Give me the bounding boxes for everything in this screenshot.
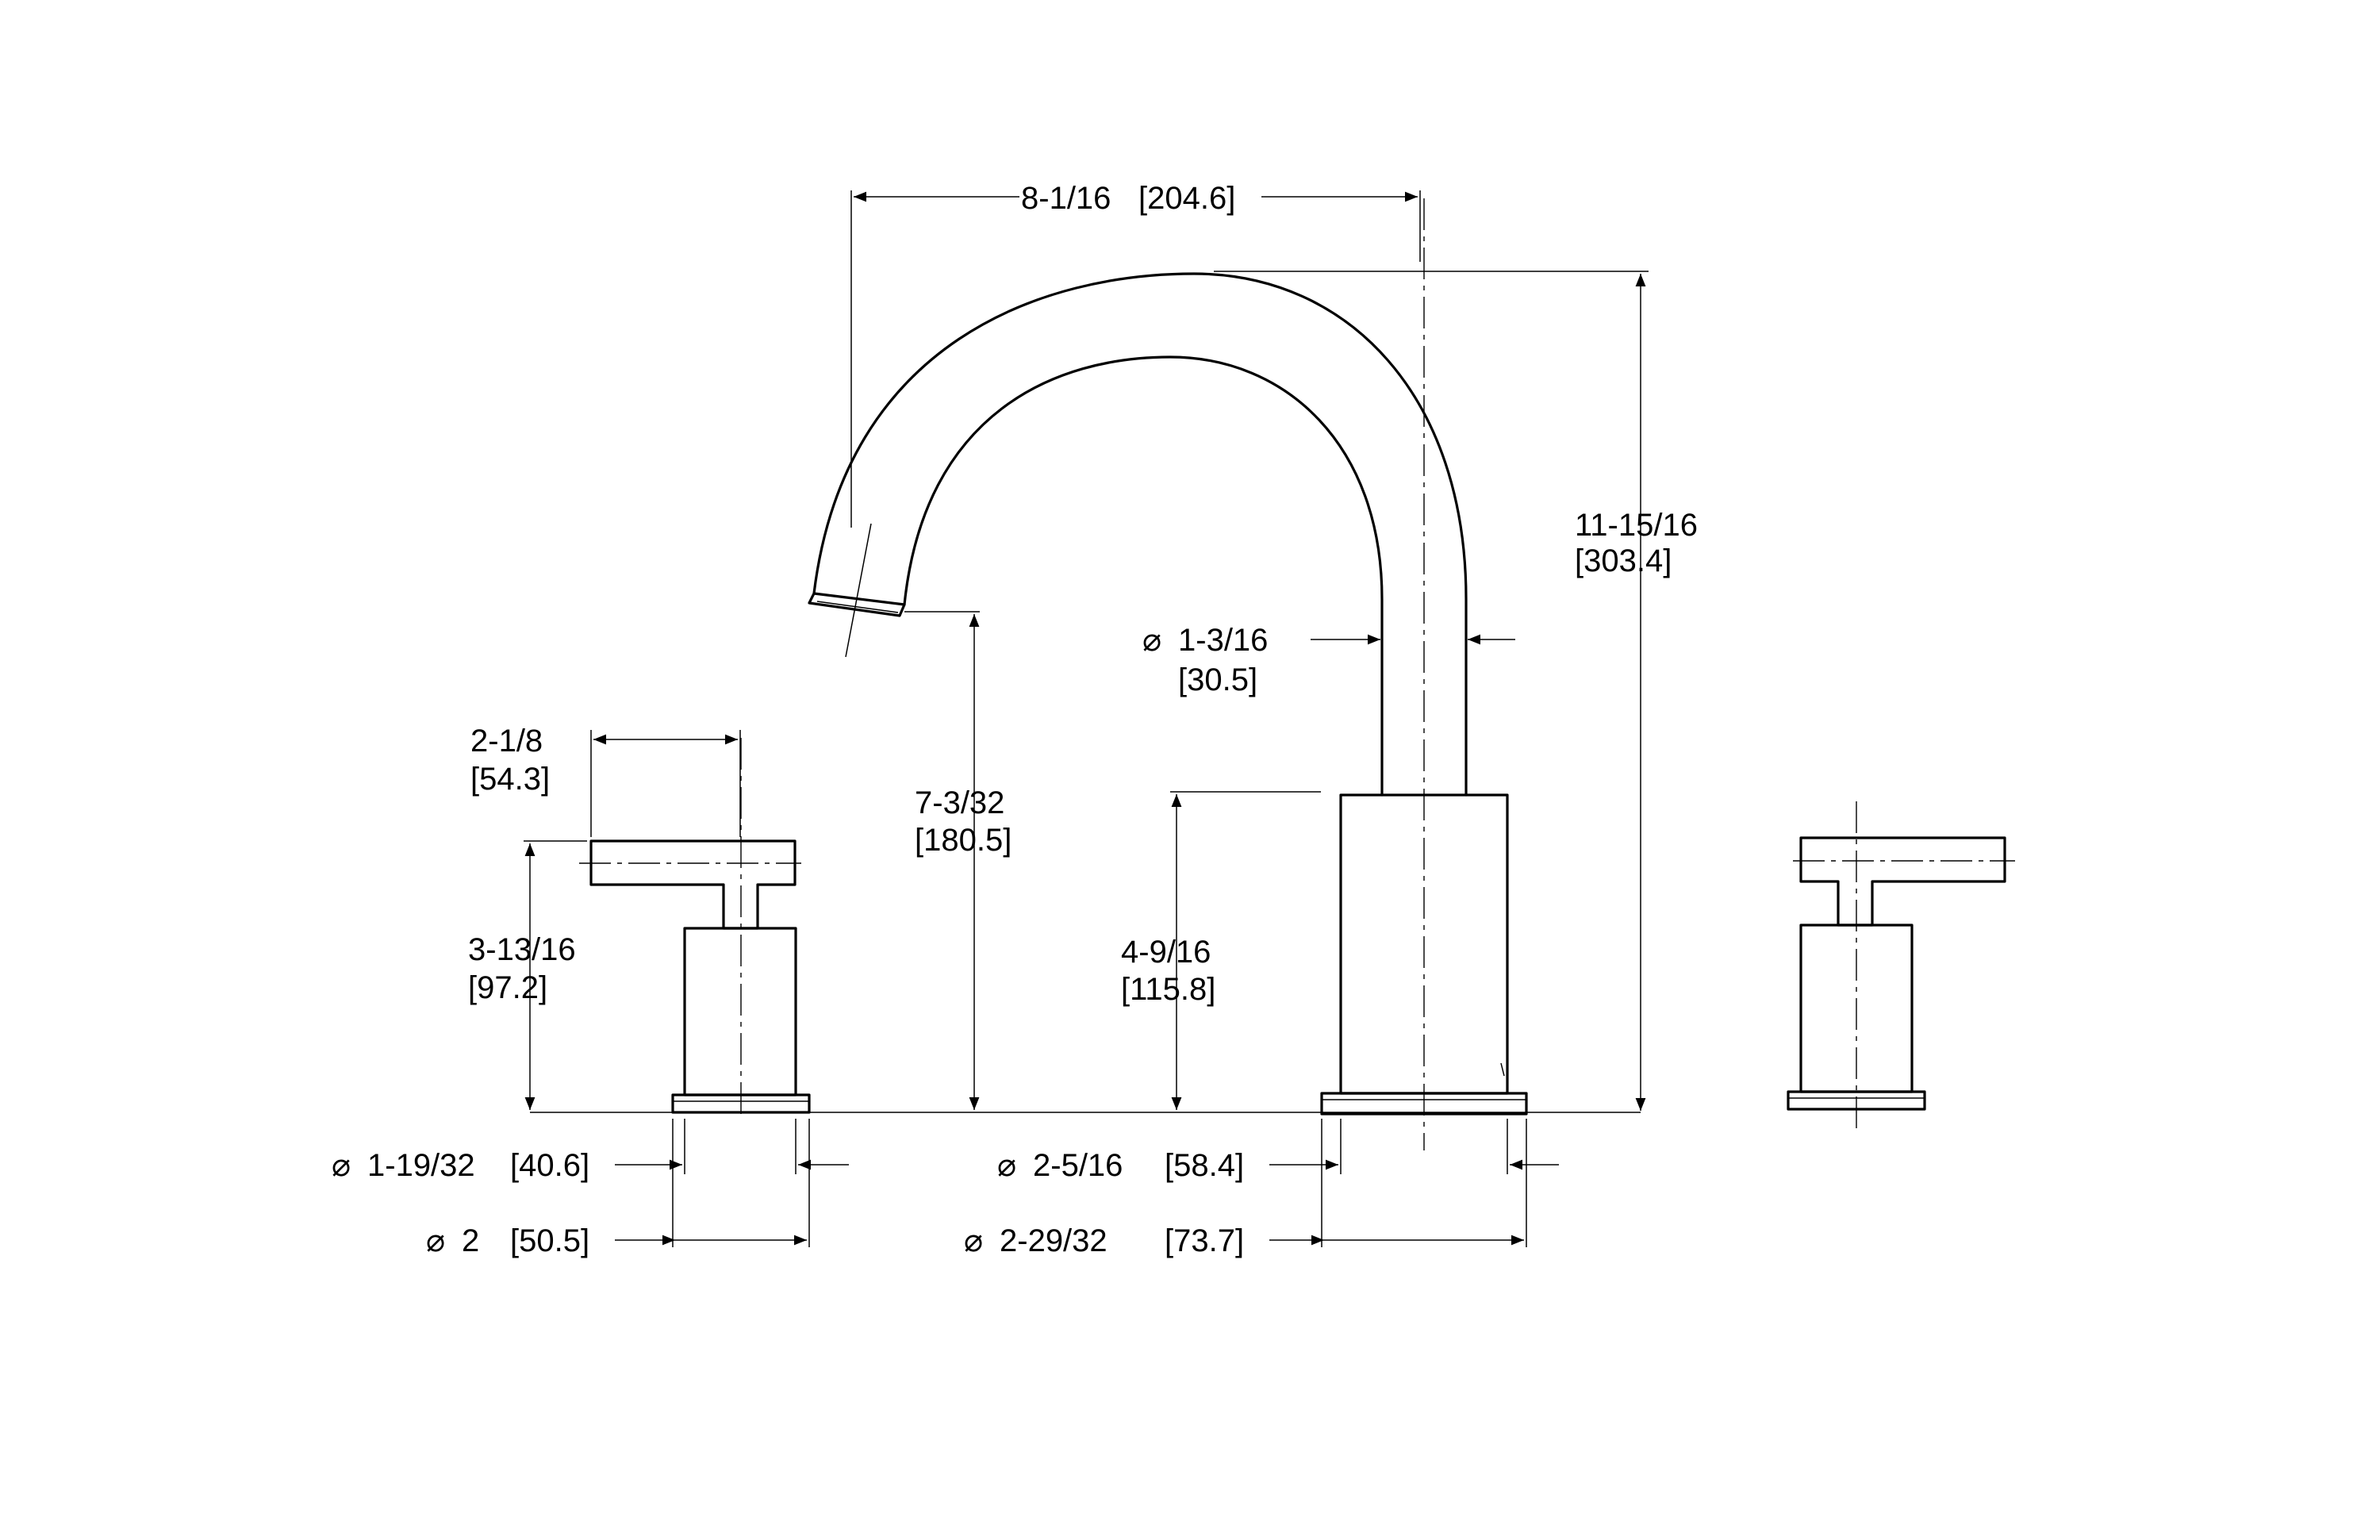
spout-diameter-imperial: 1-3/16 [1178, 623, 1268, 658]
dimension-overall-height: 11-15/16 [303.4] [1214, 271, 1698, 1111]
overall-height-metric: [303.4] [1575, 543, 1672, 578]
spout-body-diameter-metric: [58.4] [1165, 1148, 1244, 1183]
spout-inner-arc [903, 355, 1384, 797]
dimension-spout-reach: 8-1/16 [204.6] [850, 181, 1421, 528]
spout-base-diameter-metric: [73.7] [1165, 1223, 1244, 1258]
spout-reach-metric: [204.6] [1138, 181, 1235, 216]
spout-diameter-symbol: ⌀ [1142, 622, 1161, 659]
overall-height-imperial: 11-15/16 [1575, 508, 1698, 543]
handle-height-imperial: 3-13/16 [468, 932, 576, 967]
handle-base-diameter-imperial: 2 [462, 1223, 479, 1258]
spout-tip-axis [845, 523, 872, 658]
right-lever [1799, 836, 2006, 927]
handle-base-diameter-metric: [50.5] [510, 1223, 589, 1258]
left-handle [579, 738, 811, 1119]
body-height-metric: [115.8] [1121, 972, 1215, 1007]
body-height-imperial: 4-9/16 [1121, 935, 1211, 970]
spout-base-diameter-imperial: 2-29/32 [1000, 1223, 1107, 1258]
spout-diameter-metric: [30.5] [1178, 662, 1257, 697]
dimension-spout-base-diameter: ⌀ 2-29/32 [73.7] [964, 1119, 1527, 1259]
left-lever [589, 839, 797, 930]
spout-clearance-metric: [180.5] [915, 823, 1012, 858]
dimension-body-height: 4-9/16 [115.8] [1121, 791, 1321, 1110]
left-handle-body [683, 927, 797, 1096]
dimension-handle-length: 2-1/8 [54.3] [470, 724, 741, 837]
spout-reach-imperial: 8-1/16 [1021, 181, 1111, 216]
spout-tip [808, 592, 906, 617]
dimension-spout-clearance: 7-3/32 [180.5] [904, 611, 1012, 1110]
handle-height-metric: [97.2] [468, 970, 547, 1005]
spout-body-diameter-symbol: ⌀ [997, 1147, 1016, 1184]
right-handle [1787, 801, 2015, 1135]
handle-body-diameter-imperial: 1-19/32 [367, 1148, 475, 1183]
handle-length-metric: [54.3] [470, 762, 550, 797]
dimension-spout-diameter: ⌀ 1-3/16 [30.5] [1142, 622, 1515, 697]
handle-body-diameter-metric: [40.6] [510, 1148, 589, 1183]
handle-length-imperial: 2-1/8 [470, 724, 543, 758]
dimension-handle-base-diameter: ⌀ 2 [50.5] [426, 1119, 810, 1259]
dimension-spout-body-diameter: ⌀ 2-5/16 [58.4] [997, 1119, 1559, 1184]
dimension-handle-height: 3-13/16 [97.2] [468, 840, 587, 1110]
spout-clearance-imperial: 7-3/32 [915, 785, 1004, 820]
handle-base-diameter-symbol: ⌀ [426, 1223, 445, 1259]
dimension-handle-body-diameter: ⌀ 1-19/32 [40.6] [332, 1119, 849, 1184]
handle-body-diameter-symbol: ⌀ [332, 1147, 351, 1184]
spout [808, 198, 1528, 1150]
spout-base-diameter-symbol: ⌀ [964, 1223, 983, 1259]
spout-body-diameter-imperial: 2-5/16 [1033, 1148, 1123, 1183]
spout-outer-arc [812, 272, 1468, 797]
